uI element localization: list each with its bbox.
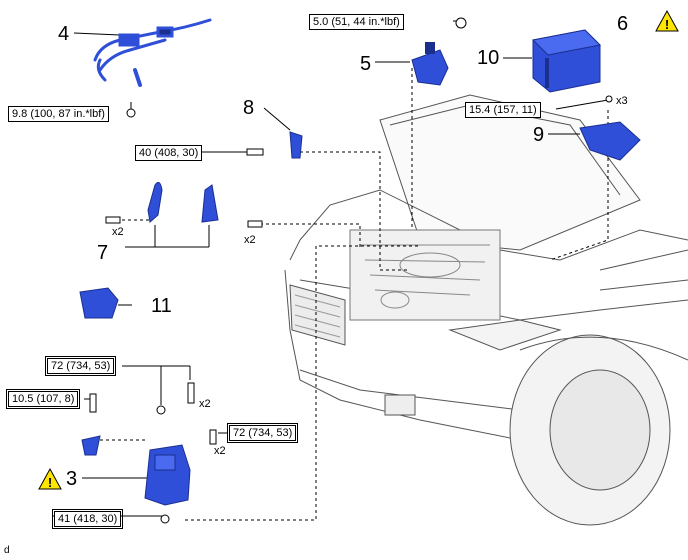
quantity-mount-top: x2 bbox=[199, 398, 211, 410]
bolt-icon bbox=[126, 108, 136, 118]
part-5-bracket bbox=[411, 42, 449, 86]
part-number-8: 8 bbox=[243, 97, 255, 119]
quantity-part7-right: x2 bbox=[244, 234, 256, 246]
part-3-engine-mount bbox=[81, 382, 217, 524]
part-8-bracket bbox=[246, 131, 303, 159]
svg-text:!: ! bbox=[48, 475, 52, 490]
part-9-battery-tray bbox=[579, 95, 641, 161]
figure-code: d bbox=[4, 545, 10, 556]
part-7-hooks bbox=[105, 181, 263, 228]
torque-mount-top: 72 (734, 53) bbox=[44, 356, 117, 376]
clip-icon bbox=[455, 17, 467, 29]
quantity-mount-right: x2 bbox=[214, 445, 226, 457]
quantity-part7-left: x2 bbox=[112, 226, 124, 238]
part-number-9: 9 bbox=[533, 124, 545, 146]
part-number-6: 6 bbox=[617, 13, 629, 35]
part-10-battery bbox=[531, 29, 602, 93]
part-11-relay-block bbox=[79, 287, 119, 319]
warning-triangle-icon: ! bbox=[38, 467, 62, 490]
torque-mount-right: 72 (734, 53) bbox=[226, 423, 299, 443]
torque-mount-bottom: 41 (418, 30) bbox=[51, 509, 124, 529]
part-number-11: 11 bbox=[151, 295, 172, 317]
torque-mount-left: 10.5 (107, 8) bbox=[5, 389, 81, 409]
part-number-3: 3 bbox=[66, 468, 78, 490]
svg-text:!: ! bbox=[665, 17, 669, 32]
part-number-5: 5 bbox=[360, 53, 372, 75]
torque-part8-bolt: 40 (408, 30) bbox=[135, 145, 203, 161]
part-number-4: 4 bbox=[58, 23, 70, 45]
torque-part9-bolt: 15.4 (157, 11) bbox=[465, 102, 541, 118]
part-number-7: 7 bbox=[97, 242, 109, 264]
torque-clip: 5.0 (51, 44 in.*lbf) bbox=[309, 14, 404, 30]
part-number-10: 10 bbox=[477, 47, 500, 69]
vehicle-illustration bbox=[284, 94, 688, 526]
part-4-wire-harness bbox=[93, 18, 212, 87]
quantity-part9-bolts: x3 bbox=[616, 95, 628, 107]
warning-triangle-icon: ! bbox=[655, 9, 679, 32]
torque-part4-bolt: 9.8 (100, 87 in.*lbf) bbox=[8, 106, 109, 122]
